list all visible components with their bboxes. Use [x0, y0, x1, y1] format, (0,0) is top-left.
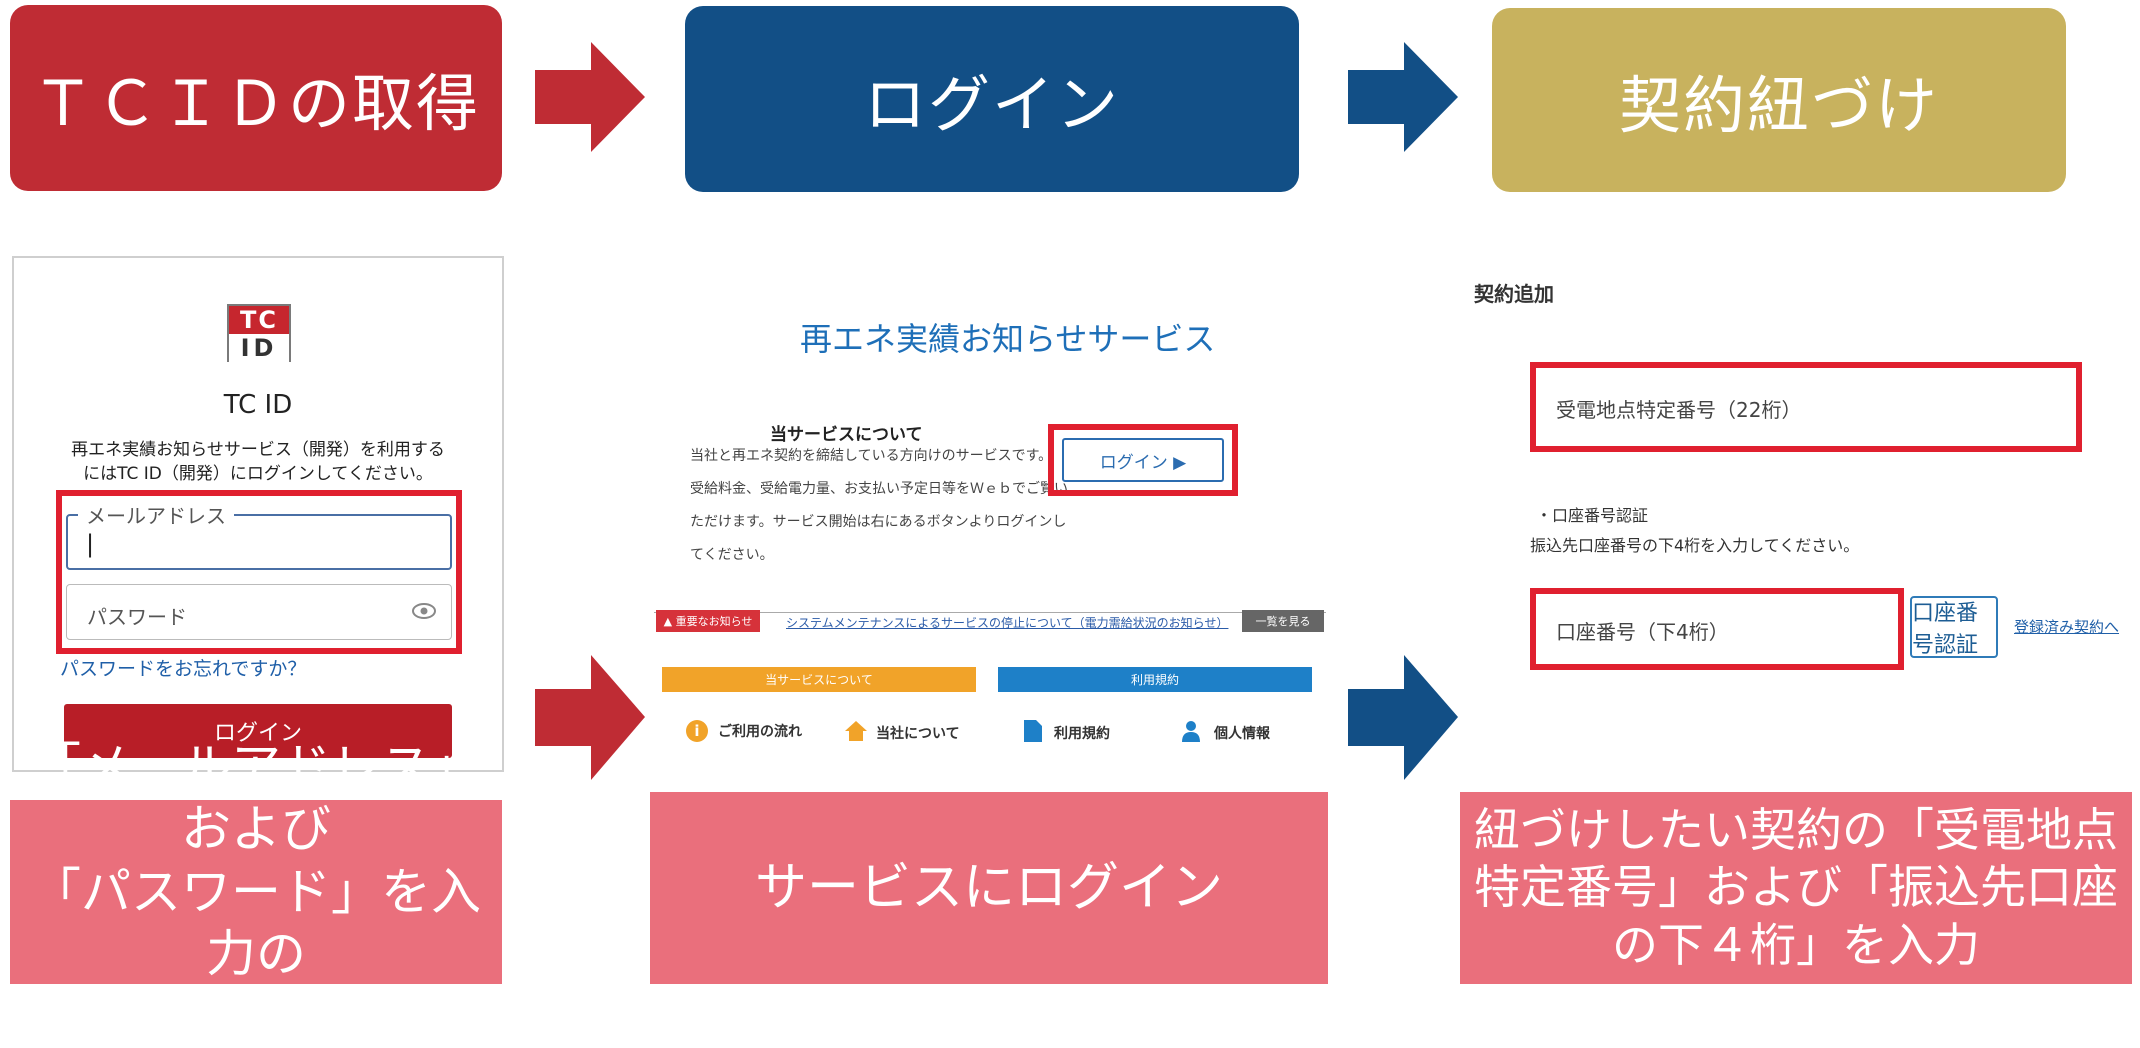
- point-number-placeholder: 受電地点特定番号（22桁）: [1556, 398, 1802, 422]
- logo-top-text: TC: [229, 306, 289, 334]
- tcid-logo: TC ID: [227, 304, 291, 362]
- tcid-title: TC ID: [223, 390, 293, 420]
- caption-step2: サービスにログイン: [650, 792, 1328, 984]
- contract-add-panel: 契約追加 受電地点特定番号（22桁） ・口座番号認証 振込先口座番号の下4桁を入…: [1470, 270, 2130, 740]
- arrow-right-icon: [535, 42, 645, 152]
- password-placeholder: パスワード: [87, 605, 187, 629]
- nav-company-label: 当社について: [876, 726, 960, 742]
- registered-contracts-link[interactable]: 登録済み契約へ: [2014, 618, 2120, 636]
- service-title: 再エネ実績お知らせサービス: [800, 320, 1216, 358]
- tcid-login-button[interactable]: ログイン: [64, 704, 452, 758]
- about-line: 当社と再エネ契約を締結している方向けのサービスです。: [690, 448, 1053, 464]
- step-contract-label: 契約紐づけ: [1618, 69, 1939, 142]
- account-instruction: 振込先口座番号の下4桁を入力してください。: [1530, 536, 1860, 555]
- caption-step3: 紐づけしたい契約の「受電地点 特定番号」および「振込先口座 の下４桁」を入力: [1460, 792, 2132, 984]
- account-digits-placeholder: 口座番号（下4桁）: [1556, 620, 1729, 644]
- about-text: 当社と再エネ契約を締結している方向けのサービスです。 受給料金、受給電力量、お支…: [690, 440, 1090, 572]
- nav-terms[interactable]: 利用規約: [1024, 720, 1110, 746]
- caption-step1: 「メールアドレス」および 「パスワード」を入力の 上、ＴＣＩＤを取得: [10, 738, 502, 1046]
- nav-privacy-label: 個人情報: [1214, 726, 1270, 742]
- step-tcid-label: ＴＣＩＤの取得: [31, 67, 480, 140]
- email-field[interactable]: |: [66, 514, 452, 570]
- arrow-right-icon: [1348, 655, 1458, 780]
- notice-divider: [654, 612, 1326, 613]
- home-icon: [844, 720, 868, 746]
- step-contract-banner: 契約紐づけ: [1492, 8, 2066, 192]
- nav-usage-flow-label: ご利用の流れ: [718, 724, 802, 740]
- about-line: 受給料金、受給電力量、お支払い予定日等をＷｅｂでご覧い: [690, 481, 1068, 497]
- contract-add-heading: 契約追加: [1474, 282, 1554, 306]
- document-icon: [1024, 720, 1042, 746]
- nav-terms-label: 利用規約: [1054, 726, 1110, 742]
- info-icon: i: [686, 720, 708, 742]
- nav-company[interactable]: 当社について: [844, 720, 960, 746]
- email-label: メールアドレス: [78, 500, 234, 529]
- step-login-label: ログイン: [863, 68, 1120, 141]
- important-notice-badge: ▲ 重要なお知らせ: [656, 610, 760, 632]
- about-line: ただけます。サービス開始は右にあるボタンよりログインし: [690, 514, 1067, 530]
- forgot-password-link[interactable]: パスワードをお忘れですか？: [60, 658, 307, 680]
- account-section-title: ・口座番号認証: [1536, 506, 1649, 525]
- service-panel: 再エネ実績お知らせサービス 当サービスについて 当社と再エネ契約を締結している方…: [650, 270, 1330, 770]
- nav-usage-flow[interactable]: i ご利用の流れ: [686, 720, 802, 742]
- arrow-right-icon: [535, 655, 645, 780]
- service-login-button[interactable]: ログイン ▶: [1062, 438, 1224, 482]
- tab-about-service[interactable]: 当サービスについて: [662, 667, 976, 692]
- verify-account-button[interactable]: 口座番号認証: [1910, 596, 1998, 658]
- logo-bottom-text: ID: [229, 334, 289, 362]
- point-number-field[interactable]: 受電地点特定番号（22桁）: [1530, 362, 2082, 452]
- password-field[interactable]: パスワード: [66, 584, 452, 640]
- arrow-right-icon: [1348, 42, 1458, 152]
- notice-link[interactable]: システムメンテナンスによるサービスの停止について（電力需給状況のお知らせ）: [786, 616, 1229, 630]
- tcid-description: 再エネ実績お知らせサービス（開発）を利用する にはTC ID（開発）にログインし…: [71, 440, 445, 484]
- credentials-highlight: [56, 490, 462, 654]
- tab-terms[interactable]: 利用規約: [998, 667, 1312, 692]
- person-icon: [1180, 720, 1202, 746]
- login-highlight: [1048, 424, 1238, 496]
- email-cursor: |: [86, 530, 95, 558]
- about-heading: 当サービスについて: [770, 425, 923, 445]
- eye-icon[interactable]: [411, 601, 437, 625]
- tcid-login-panel: TC ID TC ID 再エネ実績お知らせサービス（開発）を利用する にはTC …: [12, 256, 504, 772]
- view-all-button[interactable]: 一覧を見る: [1242, 610, 1324, 632]
- about-line: てください。: [690, 547, 774, 563]
- account-digits-field[interactable]: 口座番号（下4桁）: [1530, 588, 1904, 670]
- nav-privacy[interactable]: 個人情報: [1180, 720, 1270, 746]
- step-tcid-banner: ＴＣＩＤの取得: [10, 5, 502, 191]
- step-login-banner: ログイン: [685, 6, 1299, 192]
